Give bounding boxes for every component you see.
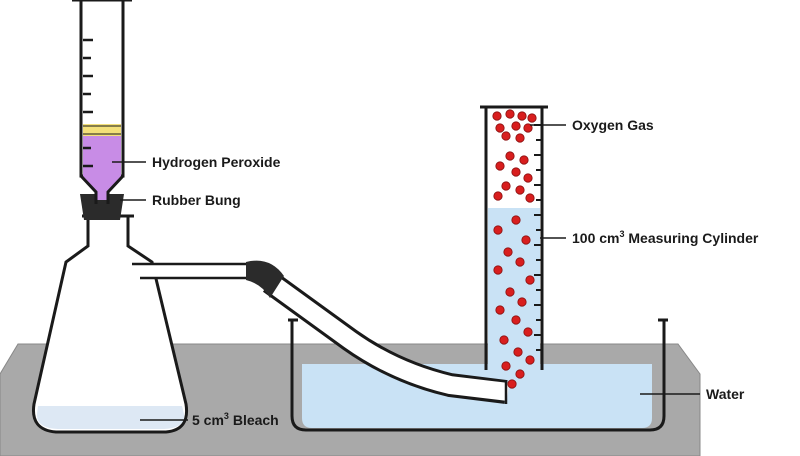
oxygen-bubble bbox=[495, 123, 505, 133]
oxygen-bubble bbox=[501, 131, 511, 141]
label-measuring-cylinder: 100 cm3 Measuring Cylinder bbox=[572, 229, 759, 246]
oxygen-bubble bbox=[515, 133, 525, 143]
oxygen-bubble bbox=[511, 315, 521, 325]
oxygen-bubble bbox=[515, 369, 525, 379]
oxygen-bubble bbox=[527, 113, 537, 123]
label-oxygen-gas: Oxygen Gas bbox=[572, 117, 654, 133]
oxygen-bubble bbox=[495, 305, 505, 315]
rubber-connector bbox=[246, 260, 284, 298]
oxygen-bubble bbox=[517, 111, 527, 121]
oxygen-bubble bbox=[493, 191, 503, 201]
label-rubber-bung: Rubber Bung bbox=[152, 192, 241, 208]
oxygen-bubble bbox=[511, 215, 521, 225]
oxygen-bubble bbox=[493, 265, 503, 275]
leader-lines bbox=[112, 124, 700, 421]
oxygen-bubble bbox=[521, 235, 531, 245]
oxygen-bubble bbox=[505, 287, 515, 297]
oxygen-bubble bbox=[515, 185, 525, 195]
oxygen-bubble bbox=[523, 123, 533, 133]
oxygen-bubble bbox=[519, 155, 529, 165]
water-trough bbox=[290, 320, 666, 432]
oxygen-bubble bbox=[523, 173, 533, 183]
label-water: Water bbox=[706, 386, 745, 402]
oxygen-bubble bbox=[513, 347, 523, 357]
oxygen-bubble bbox=[505, 109, 515, 119]
oxygen-bubble bbox=[525, 275, 535, 285]
oxygen-bubble bbox=[507, 379, 517, 389]
oxygen-bubble bbox=[499, 335, 509, 345]
label-bleach: 5 cm3 Bleach bbox=[192, 411, 279, 428]
oxygen-bubble bbox=[503, 247, 513, 257]
conical-flask bbox=[31, 216, 189, 434]
oxygen-bubble bbox=[525, 355, 535, 365]
syringe-scale bbox=[83, 38, 93, 168]
oxygen-bubble bbox=[515, 257, 525, 267]
oxygen-bubble bbox=[501, 181, 511, 191]
cylinder-water bbox=[488, 208, 540, 368]
label-hydrogen-peroxide: Hydrogen Peroxide bbox=[152, 154, 281, 170]
rubber-bung bbox=[80, 194, 124, 220]
oxygen-bubble bbox=[517, 297, 527, 307]
measuring-cylinder bbox=[484, 108, 544, 370]
oxygen-bubble bbox=[523, 327, 533, 337]
oxygen-bubble bbox=[511, 121, 521, 131]
cylinder-scale bbox=[534, 124, 542, 351]
oxygen-bubble bbox=[501, 361, 511, 371]
oxygen-bubble bbox=[505, 151, 515, 161]
bleach-liquid bbox=[36, 406, 185, 429]
oxygen-bubble bbox=[493, 225, 503, 235]
oxygen-bubble bbox=[495, 161, 505, 171]
oxygen-bubble bbox=[511, 167, 521, 177]
oxygen-bubble bbox=[525, 193, 535, 203]
syringe-plunger bbox=[83, 124, 121, 136]
oxygen-bubble bbox=[492, 111, 502, 121]
oxygen-bubbles bbox=[492, 109, 537, 389]
hydrogen-peroxide-liquid bbox=[83, 136, 121, 200]
